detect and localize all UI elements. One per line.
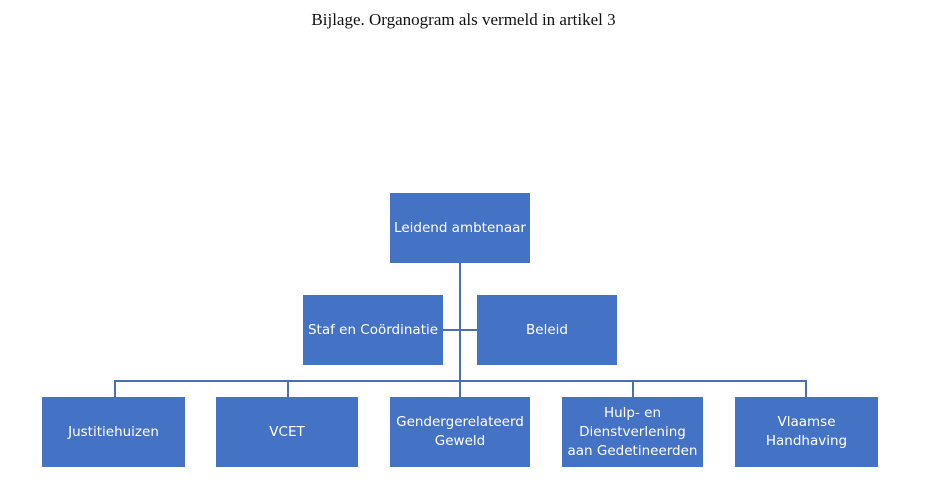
connector-drop-justitiehuizen: [114, 380, 116, 397]
node-vcet: VCET: [216, 397, 358, 467]
node-label: Justitiehuizen: [68, 423, 159, 440]
node-vlaamse-handhaving: Vlaamse Handhaving: [735, 397, 878, 467]
node-hulp-en-dienstverlening: Hulp- en Dienstverlening aan Gedetineerd…: [562, 397, 703, 467]
node-label: Leidend ambtenaar: [394, 219, 526, 236]
node-label: Vlaamse Handhaving: [765, 414, 848, 449]
node-label: VCET: [269, 423, 305, 440]
connector-departments-bus: [114, 380, 807, 382]
node-label: Beleid: [526, 321, 568, 338]
node-staf-en-coordinatie: Staf en Coördinatie: [303, 295, 443, 365]
connector-drop-vlaamse: [805, 380, 807, 397]
node-label: Hulp- en Dienstverlening aan Gedetineerd…: [567, 404, 698, 459]
node-label: Gendergerelateerd Geweld: [396, 414, 524, 449]
document-title: Bijlage. Organogram als vermeld in artik…: [311, 10, 616, 29]
connector-staff-horizontal: [443, 329, 477, 331]
connector-drop-hulp: [632, 380, 634, 397]
node-beleid: Beleid: [477, 295, 617, 365]
node-justitiehuizen: Justitiehuizen: [42, 397, 185, 467]
node-label: Staf en Coördinatie: [307, 321, 439, 338]
node-leidend-ambtenaar: Leidend ambtenaar: [390, 193, 530, 263]
node-gendergerelateerd-geweld: Gendergerelateerd Geweld: [390, 397, 530, 467]
connector-drop-vcet: [287, 380, 289, 397]
